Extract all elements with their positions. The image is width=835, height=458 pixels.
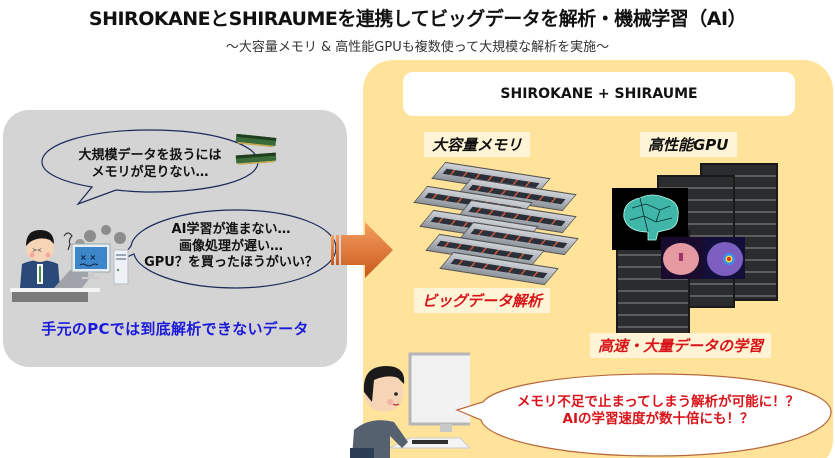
page-subtitle: 〜大容量メモリ & 高性能GPUも複数使って大規模な解析を実施〜 bbox=[225, 40, 610, 55]
tissue-image-icon bbox=[661, 237, 703, 279]
memory-stick-icon bbox=[235, 133, 277, 165]
svg-text:><: >< bbox=[32, 247, 42, 254]
speech-bubble-shape bbox=[455, 373, 832, 457]
server-stack-icon bbox=[400, 160, 579, 290]
bubble-line: メモリが足りない… bbox=[91, 164, 209, 180]
bubble-line: GPU？を買ったほうがいい？ bbox=[144, 255, 318, 271]
bubble-line: AIの学習速度が数十倍にも！？ bbox=[562, 411, 754, 428]
svg-text:× ×: × × bbox=[80, 253, 96, 262]
arrow-right-icon bbox=[331, 222, 393, 278]
systems-header: SHIROKANE + SHIRAUME bbox=[403, 72, 795, 116]
speech-bubble-shape bbox=[41, 129, 259, 206]
gpu-question-bubble: AI学習が進まない… 画像処理が遅い… GPU？を買ったほうがいい？ bbox=[119, 208, 337, 290]
happy-person-icon bbox=[350, 352, 470, 458]
large-memory-label: 大容量メモリ bbox=[424, 132, 531, 157]
worried-person-icon: >< × × bbox=[10, 225, 129, 302]
local-pc-limitation-label: 手元のPCでは到底解析できないデータ bbox=[41, 320, 309, 338]
bubble-line: AI学習が進まない… bbox=[171, 222, 291, 237]
memory-shortage-bubble: 大規模データを扱うには メモリが足りない… bbox=[40, 128, 260, 206]
bubble-line: メモリ不足で止まってしまう解析が可能に！？ bbox=[516, 394, 800, 410]
speech-bubble-shape bbox=[119, 209, 337, 289]
bubble-line: 画像処理が遅い… bbox=[178, 238, 283, 254]
heatmap-icon bbox=[703, 237, 745, 279]
bubble-line: 大規模データを扱うには bbox=[78, 148, 222, 163]
fast-learning-caption: 高速・大量データの学習 bbox=[590, 333, 772, 358]
page-title: SHIROKANEとSHIRAUMEを連携してビッグデータを解析・機械学習（AI… bbox=[88, 8, 747, 30]
high-performance-gpu-label: 高性能GPU bbox=[640, 132, 737, 157]
result-bubble: メモリ不足で止まってしまう解析が可能に！？ AIの学習速度が数十倍にも！？ bbox=[455, 372, 835, 457]
big-data-analysis-caption: ビッグデータ解析 bbox=[414, 288, 551, 313]
